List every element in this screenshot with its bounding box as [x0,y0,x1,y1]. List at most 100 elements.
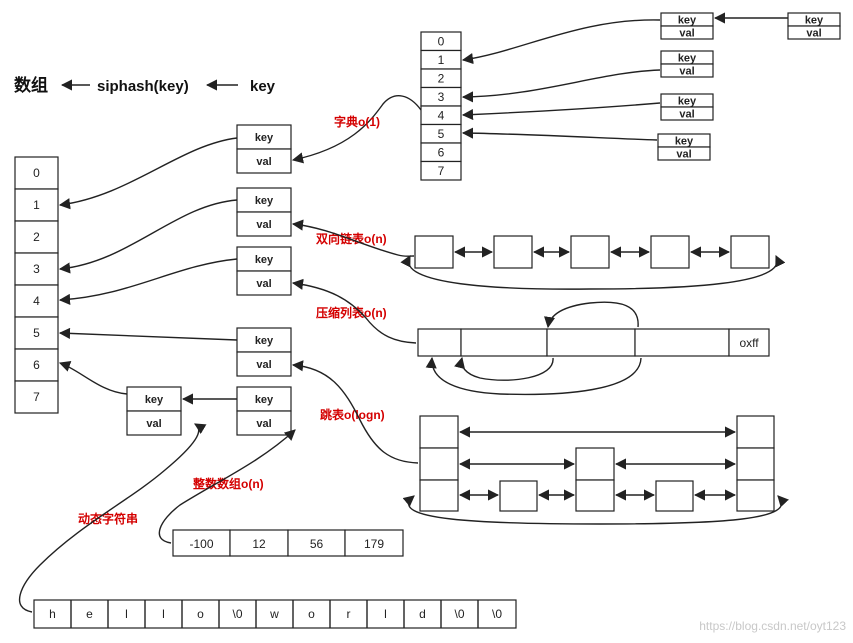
ziplist-prev-arrow [454,356,554,381]
skiplist-node [499,480,538,512]
list-node [414,235,454,269]
dict-array-index: 1 [438,53,445,67]
intset-cell [172,529,231,557]
sds-char: \0 [492,607,502,621]
bucket-arrow [58,199,238,274]
skiplist-node [575,479,615,512]
intset-link-arrow [158,429,296,544]
dict-array-index: 6 [438,146,445,160]
ziplist-prev-arrow [425,356,642,396]
sds-char: h [49,607,56,621]
list-wrap-link [400,254,786,290]
ziplist-cell [417,328,462,357]
intset-value: 56 [310,537,324,551]
bucket-arrow [58,137,238,210]
linked-list-label: 双向链表o(n) [316,231,387,246]
entry-val: val [256,418,271,430]
dict-entry-node: key val [660,50,714,78]
main-array-cell [14,188,59,222]
sds-link-arrow [18,423,207,613]
ziplist-link [291,278,417,344]
intset-cell [229,529,289,557]
entry-key: key [678,15,697,27]
sds-char: r [347,607,351,621]
entry-key: key [145,394,164,406]
main-array-index: 5 [33,326,40,340]
ziplist-cell [546,328,636,357]
watermark: https://blog.csdn.net/oyt123 [699,619,846,633]
sds-char: l [162,607,165,621]
entry-val: val [676,149,691,161]
entry-key: key [255,132,274,144]
list-node [730,235,770,269]
entry-val: val [256,278,271,290]
sds-char: d [419,607,426,621]
main-array: 0 1 2 3 4 5 6 7 [14,156,59,414]
entry-node: key val [236,246,292,296]
sds-string: h e l l o \0 w o r l d \0 \0 [33,599,517,629]
entry-val: val [146,418,161,430]
ziplist: oxff [417,301,770,396]
bucket-arrow [58,327,238,341]
linked-list [400,235,786,290]
entry-key: key [255,254,274,266]
dict-array: 0 1 2 3 4 5 6 7 [420,31,462,181]
main-array-index: 6 [33,358,40,372]
main-array-cell [14,156,59,190]
skiplist [402,415,789,525]
main-array-cell [14,284,59,318]
main-array-index: 0 [33,166,40,180]
intset: -100 12 56 179 [172,529,404,557]
dict-bucket-arrow [461,102,661,121]
entry-key: key [805,15,824,27]
list-node [493,235,533,269]
skiplist-node [655,480,694,512]
skiplist-wrap-link [402,495,789,525]
ziplist-end-marker: oxff [739,336,759,350]
skiplist-node [419,447,459,481]
main-array-cell [14,380,59,414]
entry-val: val [679,109,694,121]
ziplist-cell [634,328,730,357]
entry-node: key val [126,386,182,436]
dict-array-index: 5 [438,127,445,141]
dict-bucket-arrow [461,19,661,65]
dict-array-cell [420,160,462,181]
entry-node: key val [236,187,292,237]
dict-label: 字典o(1) [334,114,380,129]
dict-entry-node: key val [660,93,714,121]
skiplist-node [736,479,775,512]
list-node [650,235,690,269]
skiplist-node [736,415,775,449]
ziplist-label: 压缩列表o(n) [316,305,387,320]
main-array-cell [14,220,59,254]
intset-cell [344,529,404,557]
main-array-index: 2 [33,230,40,244]
skiplist-link-arrow [291,360,419,464]
entry-key: key [675,136,694,148]
main-array-cell [14,316,59,350]
entry-node: key val [236,327,292,377]
main-array-index: 7 [33,390,40,404]
sds-char: o [197,607,204,621]
entry-key: key [678,53,697,65]
entry-val: val [256,359,271,371]
main-array-index: 3 [33,262,40,276]
entry-val: val [679,66,694,78]
dict-array-index: 7 [438,164,445,178]
dict-entry-node: key val [657,133,711,161]
ziplist-cell [460,328,548,357]
bucket-arrow [58,361,128,395]
entry-key: key [255,335,274,347]
main-array-index: 1 [33,198,40,212]
dict-array-index: 4 [438,109,445,123]
linked-list-link [291,219,415,257]
dict-link-arrow [291,95,422,164]
dict-entry-node: key val [787,12,841,40]
sds-char: l [384,607,387,621]
dict-array-index: 2 [438,72,445,86]
entry-key: key [255,394,274,406]
entry-val: val [256,156,271,168]
entry-val: val [256,219,271,231]
